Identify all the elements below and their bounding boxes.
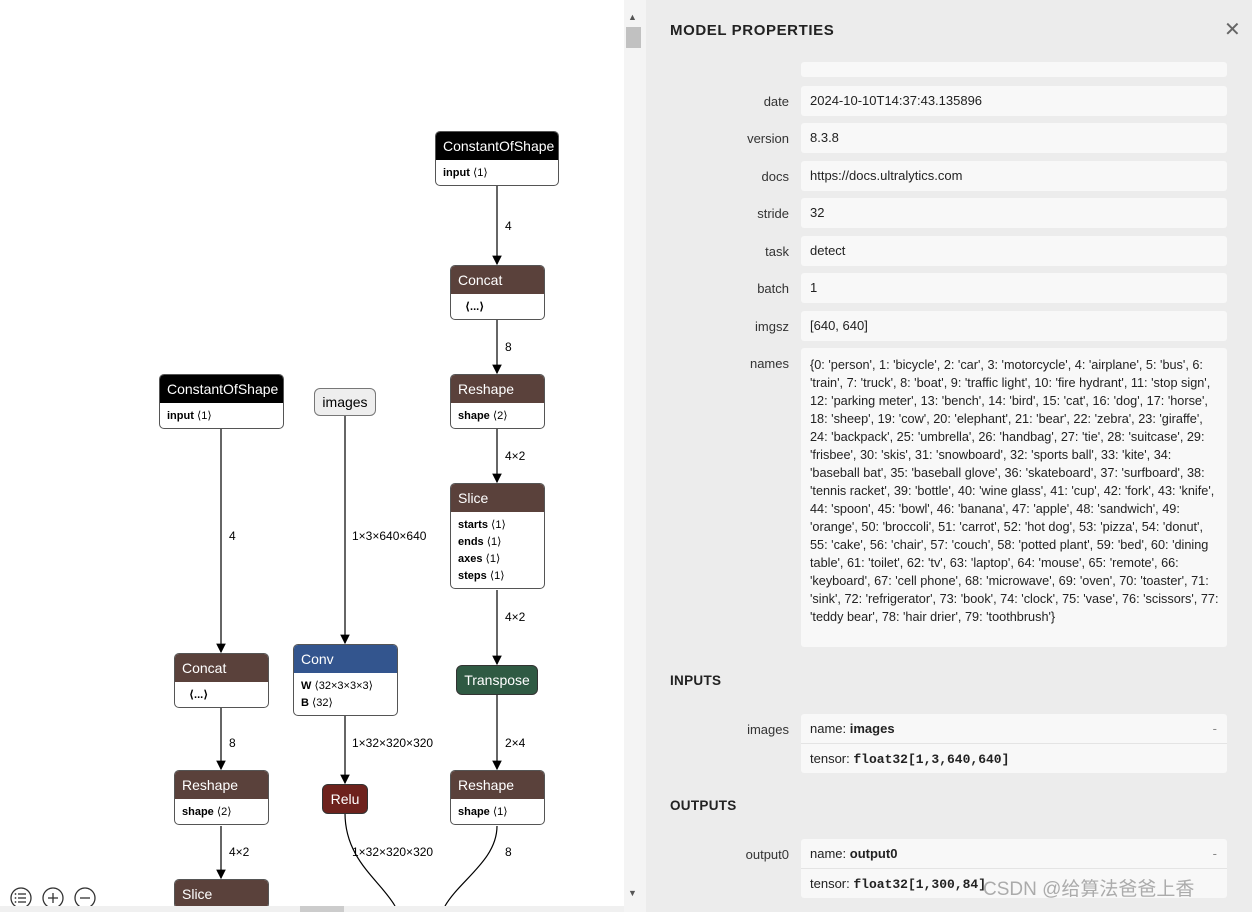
edge-label: 1×3×640×640 xyxy=(352,529,427,543)
node-title: ConstantOfShape xyxy=(160,375,283,403)
node-concat[interactable]: Concat ⟨...⟩ xyxy=(450,265,545,320)
node-reshape[interactable]: Reshape shape ⟨2⟩ xyxy=(450,374,545,429)
scroll-up-icon[interactable]: ▲ xyxy=(628,12,637,22)
output-tensor: float32[1,300,84] xyxy=(853,877,986,892)
node-title: Slice xyxy=(175,880,268,908)
outputs-section-title: OUTPUTS xyxy=(670,798,737,813)
edge-label: 4×2 xyxy=(505,449,526,463)
scroll-down-icon[interactable]: ▼ xyxy=(628,888,637,898)
edge-label: 4×2 xyxy=(229,845,250,859)
property-value-names: {0: 'person', 1: 'bicycle', 2: 'car', 3:… xyxy=(801,348,1227,647)
node-concat[interactable]: Concat ⟨...⟩ xyxy=(174,653,269,708)
zoom-in-icon[interactable] xyxy=(42,887,64,909)
node-slice[interactable]: Slice starts ⟨1⟩ ends ⟨1⟩ axes ⟨1⟩ steps… xyxy=(450,483,545,589)
property-value-stride: 32 xyxy=(801,198,1227,228)
horizontal-scrollbar-thumb[interactable] xyxy=(300,906,344,912)
node-title: Slice xyxy=(451,484,544,512)
node-title: Reshape xyxy=(451,375,544,403)
input-details: name: images- tensor: float32[1,3,640,64… xyxy=(801,714,1227,773)
property-label-imgsz: imgsz xyxy=(755,319,789,334)
vertical-scrollbar[interactable]: ▲ ▼ xyxy=(624,0,646,912)
watermark: CSDN @给算法爸爸上香 xyxy=(983,879,1195,900)
property-value-version: 8.3.8 xyxy=(801,123,1227,153)
node-slice[interactable]: Slice xyxy=(174,879,269,909)
node-title: Concat xyxy=(451,266,544,294)
node-constantofshape[interactable]: ConstantOfShape input ⟨1⟩ xyxy=(159,374,284,429)
node-conv[interactable]: Conv W ⟨32×3×3×3⟩ B ⟨32⟩ xyxy=(293,644,398,716)
node-title: ConstantOfShape xyxy=(436,132,558,160)
edge-label: 1×32×320×320 xyxy=(352,736,434,750)
input-label: images xyxy=(747,722,789,737)
property-value-batch: 1 xyxy=(801,273,1227,303)
node-transpose[interactable]: Transpose xyxy=(456,665,538,695)
node-constantofshape[interactable]: ConstantOfShape input ⟨1⟩ xyxy=(435,131,559,186)
node-title: Conv xyxy=(294,645,397,673)
edge-line xyxy=(444,825,498,907)
node-reshape[interactable]: Reshape shape ⟨2⟩ xyxy=(174,770,269,825)
expand-toggle[interactable]: - xyxy=(1212,846,1217,861)
node-title: Reshape xyxy=(175,771,268,799)
property-label-docs: docs xyxy=(761,169,789,184)
node-reshape[interactable]: Reshape shape ⟨1⟩ xyxy=(450,770,545,825)
property-label-version: version xyxy=(747,131,789,146)
property-label-task: task xyxy=(765,244,789,259)
property-value-task: detect xyxy=(801,236,1227,266)
output-details: name: output0- tensor: float32[1,300,84] xyxy=(801,839,1227,898)
output-name: output0 xyxy=(849,846,898,861)
inputs-section-title: INPUTS xyxy=(670,673,722,688)
node-input-images[interactable]: images xyxy=(314,388,376,416)
output-label: output0 xyxy=(745,847,789,862)
property-label-batch: batch xyxy=(757,281,789,296)
expand-toggle[interactable]: - xyxy=(1212,721,1217,736)
edge-label: 8 xyxy=(229,736,236,750)
property-label-names: names xyxy=(749,356,789,371)
edge-label: 1×32×320×320 xyxy=(352,845,434,859)
graph-canvas[interactable]: ConstantOfShape input ⟨1⟩ Concat ⟨...⟩ R… xyxy=(0,0,624,912)
graph-edges xyxy=(216,186,502,907)
node-relu[interactable]: Relu xyxy=(322,784,368,814)
close-icon[interactable]: ✕ xyxy=(1224,19,1241,41)
node-title: Reshape xyxy=(451,771,544,799)
edge-label: 2×4 xyxy=(505,736,526,750)
input-tensor: float32[1,3,640,640] xyxy=(853,752,1010,767)
edge-label: 4 xyxy=(505,219,512,233)
property-value-date: 2024-10-10T14:37:43.135896 xyxy=(801,86,1227,116)
property-value-imgsz: [640, 640] xyxy=(801,311,1227,341)
model-properties-sidebar: MODEL PROPERTIES ✕ date 2024-10-10T14:37… xyxy=(646,0,1252,912)
property-value-docs[interactable]: https://docs.ultralytics.com xyxy=(801,161,1227,191)
input-name: images xyxy=(849,721,895,736)
sidebar-title: MODEL PROPERTIES xyxy=(670,22,835,39)
property-label-date: date xyxy=(763,94,789,109)
edge-line xyxy=(344,812,396,907)
property-value xyxy=(801,62,1227,77)
node-title: Concat xyxy=(175,654,268,682)
edge-label: 8 xyxy=(505,845,512,859)
property-label-stride: stride xyxy=(757,206,789,221)
edge-label: 4 xyxy=(229,529,236,543)
edge-label: 4×2 xyxy=(505,610,526,624)
vertical-scrollbar-thumb[interactable] xyxy=(626,27,641,48)
edge-label: 8 xyxy=(505,340,512,354)
